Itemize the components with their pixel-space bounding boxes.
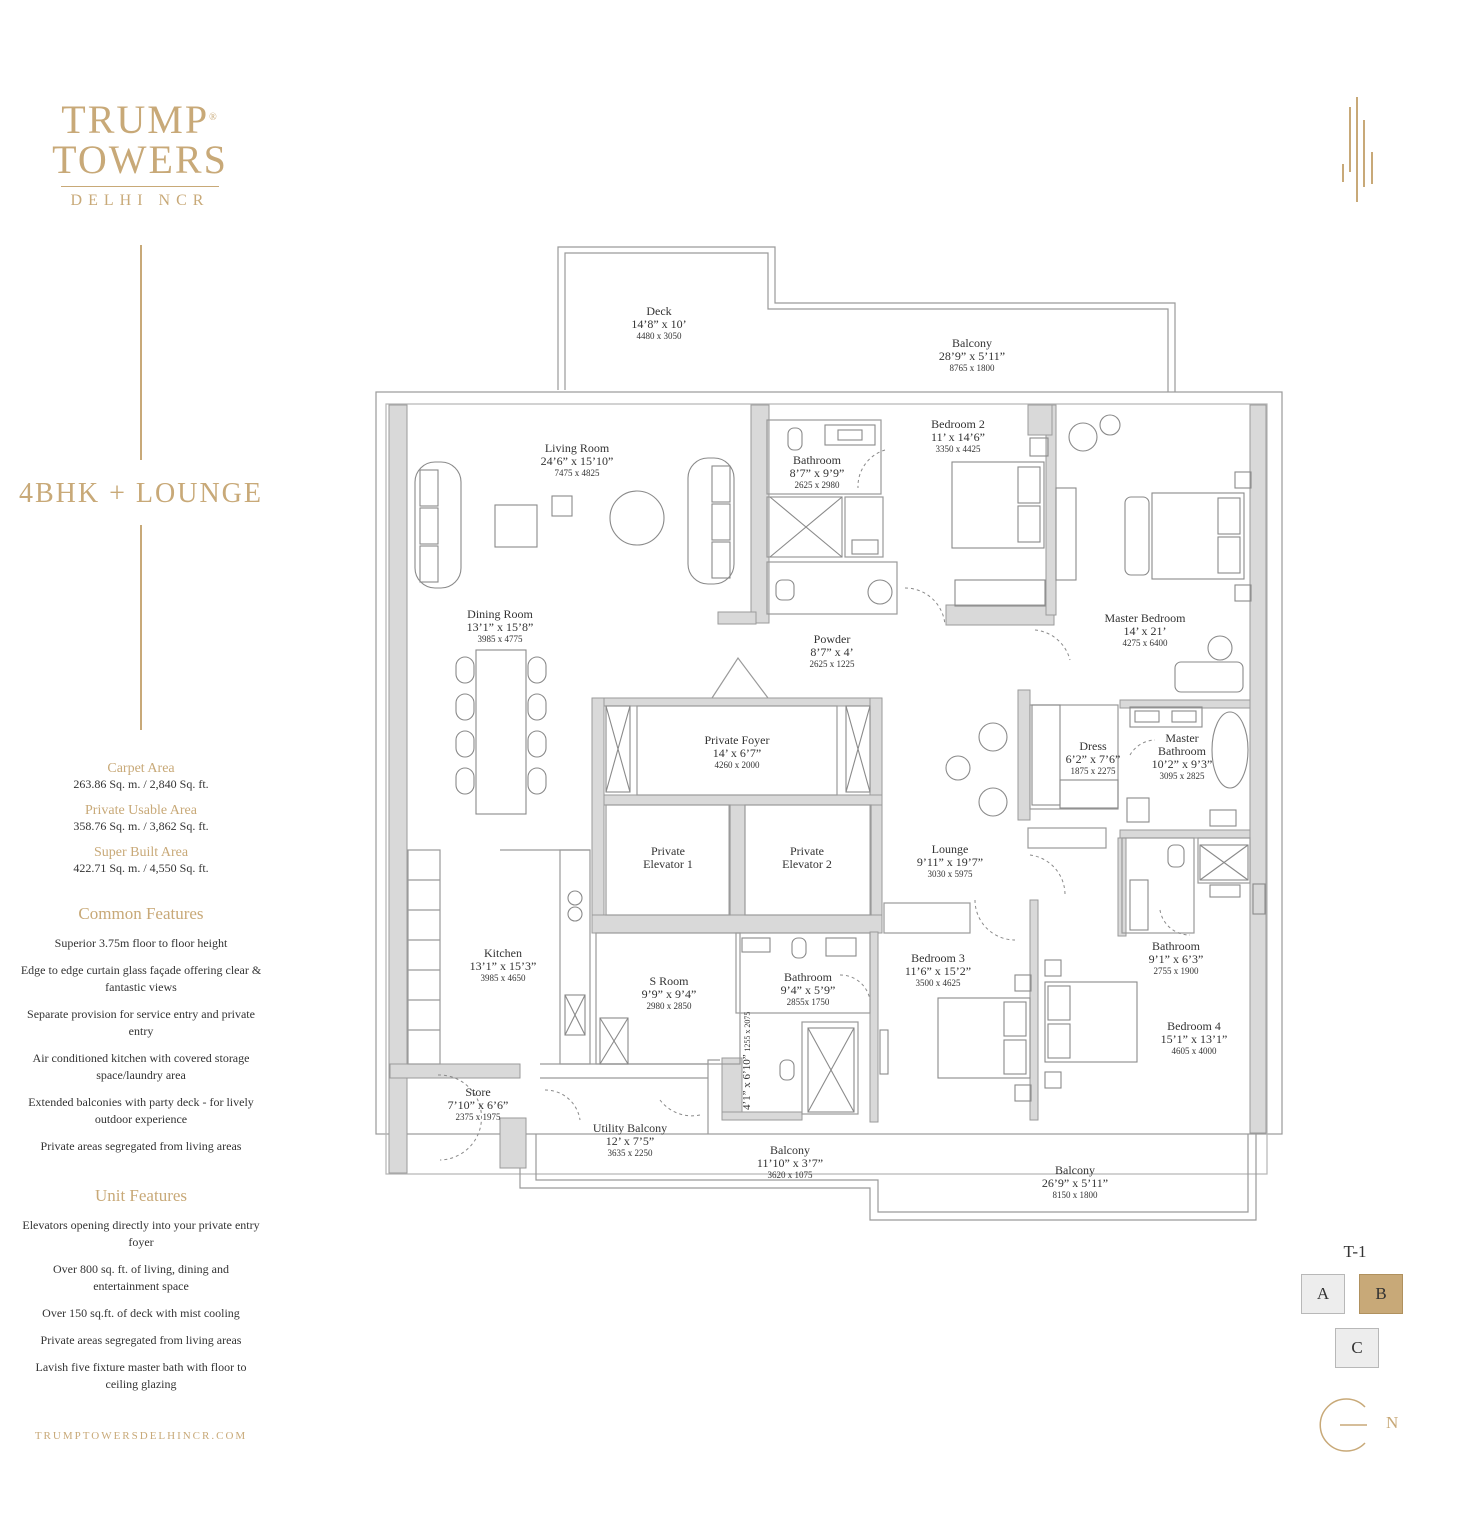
list-item: Elevators opening directly into your pri… xyxy=(22,1218,260,1249)
brand-logo: TRUMP® TOWERS DELHI NCR xyxy=(40,100,240,210)
list-item: Superior 3.75m floor to floor height xyxy=(54,936,228,950)
area-value: 263.86 Sq. m. / 2,840 Sq. ft. xyxy=(73,777,209,791)
tower-logo-icon xyxy=(1342,97,1373,202)
brand-rule xyxy=(61,186,219,187)
room-label-wc: 4’1” x 6’10” 1255 x 2075 xyxy=(741,1011,753,1110)
unit-type-title: 4BHK + LOUNGE xyxy=(19,478,263,509)
area-value: 422.71 Sq. m. / 4,550 Sq. ft. xyxy=(73,861,209,875)
decor-line-bottom xyxy=(140,525,142,730)
area-label: Carpet Area xyxy=(107,761,175,776)
unit-features-list: Elevators opening directly into your pri… xyxy=(20,1217,262,1403)
tower-label: T-1 xyxy=(1343,1242,1367,1261)
list-item: Lavish five fixture master bath with flo… xyxy=(35,1360,247,1391)
brand-line-3: DELHI NCR xyxy=(70,192,210,209)
area-value: 358.76 Sq. m. / 3,862 Sq. ft. xyxy=(73,819,209,833)
brand-line-1: TRUMP® xyxy=(61,97,219,142)
list-item: Separate provision for service entry and… xyxy=(27,1007,255,1038)
unit-b-box[interactable]: B xyxy=(1359,1274,1403,1314)
website-link[interactable]: TRUMPTOWERSDELHINCR.COM xyxy=(34,1430,248,1442)
key-plan: T-1 A B C xyxy=(1295,1240,1415,1370)
list-item: Private areas segregated from living are… xyxy=(40,1333,242,1347)
area-summary: Carpet Area 263.86 Sq. m. / 2,840 Sq. ft… xyxy=(0,761,282,887)
list-item: Edge to edge curtain glass façade offeri… xyxy=(20,963,262,994)
list-item: Over 800 sq. ft. of living, dining and e… xyxy=(53,1262,229,1293)
unit-features-title: Unit Features xyxy=(94,1186,188,1205)
list-item: Extended balconies with party deck - for… xyxy=(28,1095,254,1126)
north-arrow-icon xyxy=(1319,1398,1367,1452)
common-features-title: Common Features xyxy=(78,904,204,923)
north-label: N xyxy=(1386,1413,1399,1432)
unit-c-box[interactable]: C xyxy=(1335,1328,1379,1368)
area-label: Private Usable Area xyxy=(85,803,197,818)
list-item: Over 150 sq.ft. of deck with mist coolin… xyxy=(42,1306,240,1320)
list-item: Air conditioned kitchen with covered sto… xyxy=(32,1051,250,1082)
unit-a-box[interactable]: A xyxy=(1301,1274,1345,1314)
list-item: Private areas segregated from living are… xyxy=(40,1139,242,1153)
decor-line-top xyxy=(140,245,142,460)
area-label: Super Built Area xyxy=(93,845,189,860)
brand-line-2: TOWERS xyxy=(52,137,228,182)
common-features-list: Superior 3.75m floor to floor height Edg… xyxy=(20,935,262,1165)
